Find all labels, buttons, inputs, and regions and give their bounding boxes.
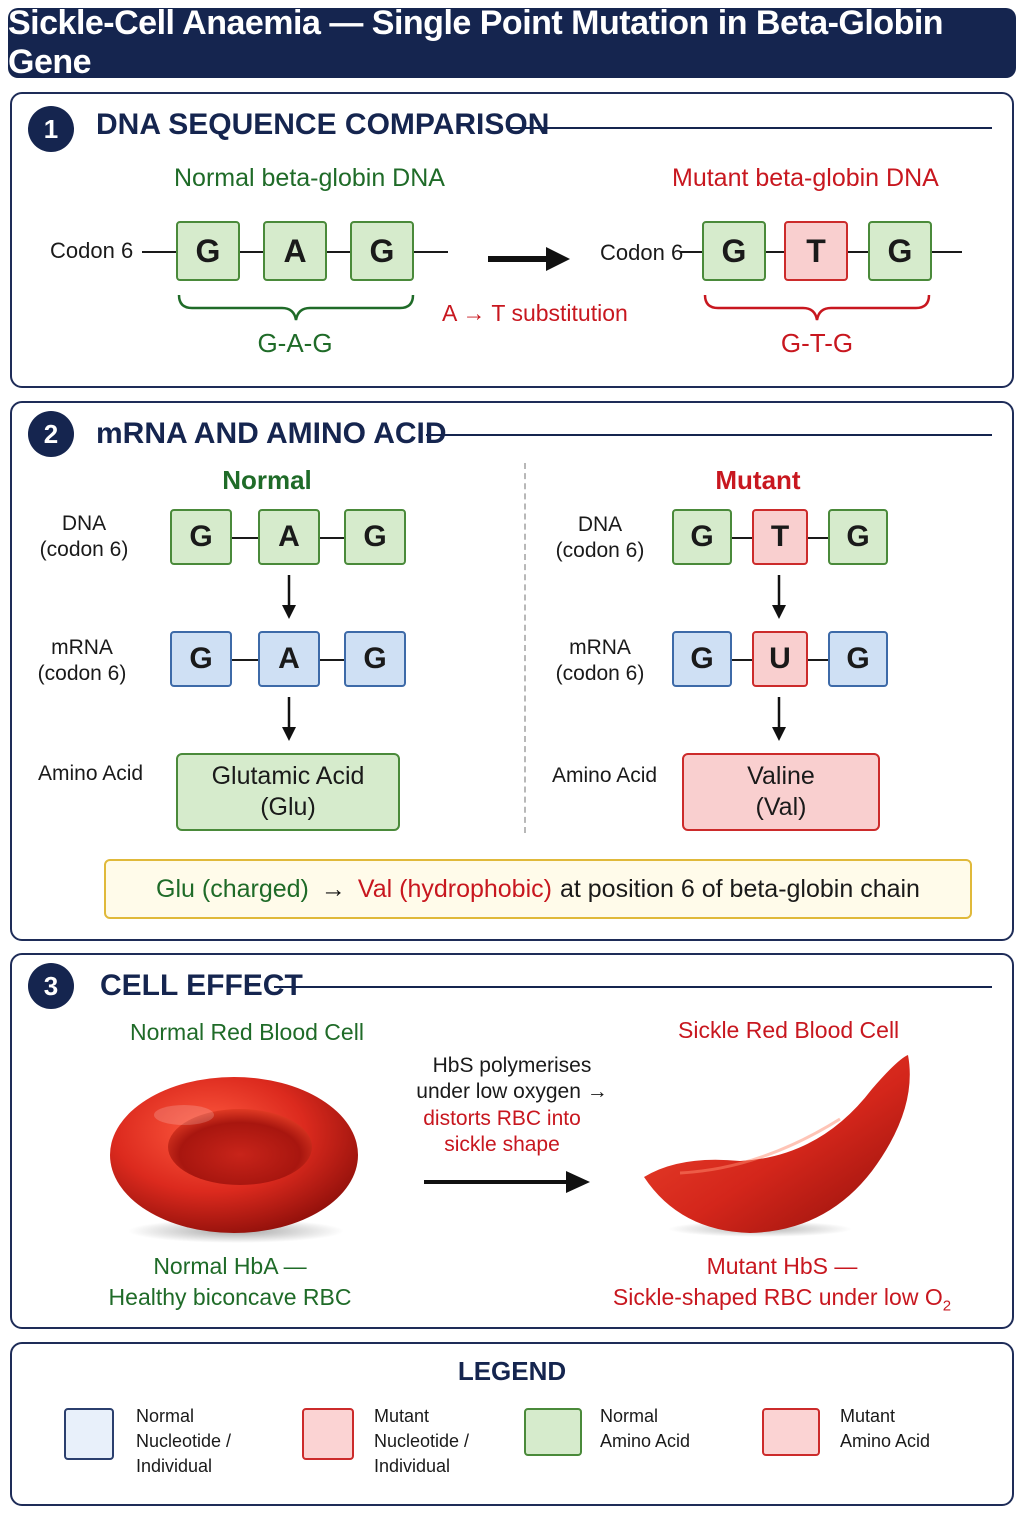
dna-sequence-panel: 1 DNA SEQUENCE COMPARISON Normal beta-gl… (10, 92, 1014, 388)
down-arrow-icon (772, 697, 786, 741)
oxygen-subscript: 2 (942, 1297, 952, 1315)
normal-dna-label: Normal beta-globin DNA (174, 164, 445, 192)
mutated-base-box: T (784, 221, 848, 281)
cell-effect-panel: 3 CELL EFFECT Normal Red Blood Cell Sick… (10, 953, 1014, 1329)
amino-row-label: Amino Acid (38, 762, 144, 785)
section-heading: DNA SEQUENCE COMPARISON (96, 108, 550, 141)
section-heading: CELL EFFECT (100, 969, 303, 1002)
mutated-mrna-base: U (752, 631, 808, 687)
page-title: Sickle-Cell Anaemia — Single Point Mutat… (8, 4, 1016, 81)
valine-box: Valine (Val) (682, 753, 880, 831)
down-arrow-icon (282, 697, 296, 741)
section-heading: mRNA AND AMINO ACID (96, 417, 447, 450)
mutant-dna-label: Mutant beta-globin DNA (672, 164, 939, 192)
process-line-2: under low oxygen → (416, 1080, 608, 1103)
normal-base-box: G (350, 221, 414, 281)
normal-base-box: G (176, 221, 240, 281)
mutant-mrna-base: G (672, 631, 732, 687)
heading-rule (426, 434, 992, 436)
legend-panel: LEGEND Normal Nucleotide / Individual Mu… (10, 1342, 1014, 1506)
normal-rbc-illustration (110, 1077, 358, 1243)
heading-rule (508, 127, 992, 129)
mutant-mrna-base: G (828, 631, 888, 687)
mutant-base-box: G (702, 221, 766, 281)
amino-change-note: Glu (charged) → Val (hydrophobic) at pos… (104, 859, 972, 919)
note-arrow-icon: → (320, 874, 346, 903)
legend-label: Mutant Amino Acid (840, 1406, 931, 1451)
legend-swatch-normal-amino (524, 1408, 582, 1456)
sickle-caption-1: Mutant HbS — (706, 1253, 858, 1279)
mutant-brace (703, 294, 931, 321)
dna-row-label: DNA (codon 6) (555, 513, 645, 562)
down-arrow-icon (282, 575, 296, 619)
note-normal: Glu (charged) (156, 874, 309, 903)
mutant-dna-base: G (828, 509, 888, 565)
codon-label-normal: Codon 6 (50, 238, 134, 263)
legend-swatch-normal-nucleotide (64, 1408, 114, 1460)
down-arrow-icon (772, 575, 786, 619)
note-mutant: Val (hydrophobic) (357, 874, 552, 903)
normal-column-title: Normal (222, 465, 312, 495)
mrna-row-label: mRNA (codon 6) (37, 636, 127, 685)
section-number-badge: 2 (28, 411, 74, 457)
mutant-dna-base: G (672, 509, 732, 565)
dna-row-label: DNA (codon 6) (39, 512, 129, 561)
legend-label: Normal Nucleotide / Individual (136, 1406, 232, 1476)
mrna-amino-panel: 2 mRNA AND AMINO ACID Normal DNA (codon … (10, 401, 1014, 941)
mutated-dna-base: T (752, 509, 808, 565)
sickle-caption-2: Sickle-shaped RBC under low O2 (612, 1284, 952, 1315)
sickle-rbc-title: Sickle Red Blood Cell (678, 1017, 900, 1043)
process-line-4: sickle shape (444, 1133, 560, 1156)
normal-dna-base: A (258, 509, 320, 565)
normal-mrna-base: A (258, 631, 320, 687)
normal-sequence: G-A-G (257, 328, 333, 358)
normal-brace (177, 294, 415, 321)
glutamic-acid-box: Glutamic Acid (Glu) (176, 753, 400, 831)
legend-title: LEGEND (457, 1356, 567, 1386)
codon-label-mutant: Codon 6 (600, 240, 684, 265)
legend-label: Mutant Nucleotide / Individual (374, 1406, 470, 1476)
section-number-badge: 3 (28, 963, 74, 1009)
legend-swatch-mutant-nucleotide (302, 1408, 354, 1460)
normal-mutant-divider (524, 463, 526, 833)
mutant-base-box: G (868, 221, 932, 281)
normal-caption-2: Healthy biconcave RBC (108, 1284, 352, 1310)
normal-base-box: A (263, 221, 327, 281)
normal-dna-base: G (344, 509, 406, 565)
mutant-column-title: Mutant (715, 465, 801, 495)
section-number-badge: 1 (28, 106, 74, 152)
legend-label: Normal Amino Acid (600, 1406, 691, 1451)
sickling-arrow-icon (424, 1171, 590, 1193)
normal-rbc-title: Normal Red Blood Cell (130, 1019, 364, 1045)
substitution-label: A → T substitution (442, 300, 628, 326)
mutant-sequence: G-T-G (780, 328, 854, 358)
note-rest: at position 6 of beta-globin chain (559, 874, 920, 903)
normal-mrna-base: G (344, 631, 406, 687)
process-line-3: distorts RBC into (423, 1107, 581, 1130)
normal-dna-base: G (170, 509, 232, 565)
mrna-row-label: mRNA (codon 6) (555, 636, 645, 685)
mutation-arrow-icon (488, 247, 570, 271)
amino-row-label: Amino Acid (552, 764, 658, 787)
heading-rule (274, 986, 992, 988)
legend-swatch-mutant-amino (762, 1408, 820, 1456)
normal-caption-1: Normal HbA — (153, 1253, 307, 1279)
process-line-1: HbS polymerises (432, 1054, 592, 1077)
sickle-caption-text: Sickle-shaped RBC under low O (612, 1284, 943, 1310)
sickle-rbc-illustration (644, 1055, 910, 1237)
normal-mrna-base: G (170, 631, 232, 687)
